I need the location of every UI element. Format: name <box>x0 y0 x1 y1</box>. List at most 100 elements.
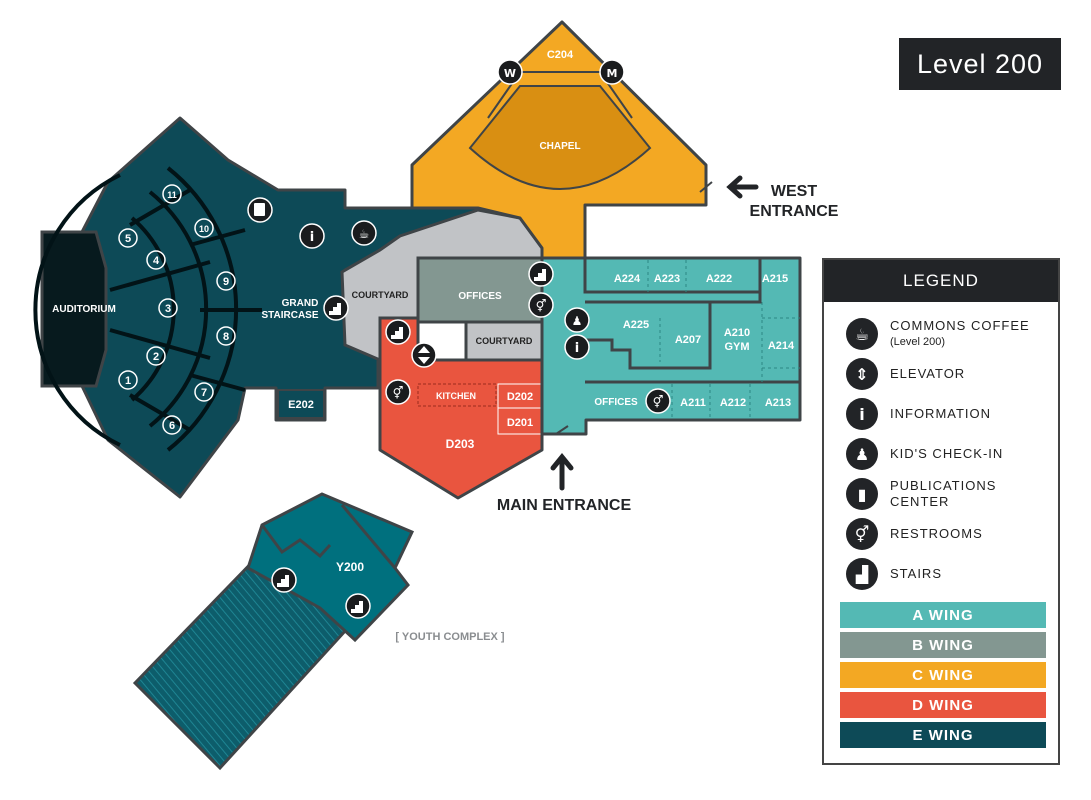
coffee-icon[interactable]: ☕ <box>351 220 377 246</box>
room-a215: A215 <box>762 273 788 285</box>
seating-section-10[interactable]: 10 <box>194 218 214 238</box>
room-a213: A213 <box>765 397 791 409</box>
courtyard-label-2: COURTYARD <box>476 336 533 346</box>
room-a222: A222 <box>706 273 732 285</box>
seating-section-3[interactable]: 3 <box>158 298 178 318</box>
stairs-icon[interactable] <box>385 319 411 345</box>
legend-label: STAIRS <box>890 566 942 581</box>
svg-text:☕: ☕ <box>359 227 370 241</box>
legend-item-coffee: ☕ COMMONS COFFEE(Level 200) <box>846 318 1030 350</box>
coffee-icon: ☕ <box>846 318 878 350</box>
svg-text:⚥: ⚥ <box>393 386 404 400</box>
grand-staircase-label-1: GRAND <box>282 298 319 309</box>
publications-icon: ▮ <box>846 478 878 510</box>
svg-text:⚥: ⚥ <box>536 299 547 313</box>
youth-complex-label: [ YOUTH COMPLEX ] <box>395 631 505 643</box>
a-wing-room-lines <box>583 258 800 384</box>
seating-section-badge <box>216 326 236 346</box>
seating-section-label: 8 <box>223 331 229 343</box>
seating-section-label: 9 <box>223 276 229 288</box>
seating-section-6[interactable]: 6 <box>162 415 182 435</box>
elevator-icon[interactable] <box>411 342 437 368</box>
main-entrance[interactable]: MAIN ENTRANCE <box>497 425 632 514</box>
main-entrance-label: MAIN ENTRANCE <box>497 497 632 514</box>
svg-text:i: i <box>310 230 314 245</box>
auditorium-label: AUDITORIUM <box>52 304 116 315</box>
restrooms-icon[interactable]: ⚥ <box>528 292 554 318</box>
restroom-men-icon[interactable]: M <box>599 59 625 85</box>
kids-checkin-icon[interactable]: ♟ <box>564 307 590 333</box>
west-door-marker <box>699 181 713 193</box>
legend-panel: LEGEND ☕ COMMONS COFFEE(Level 200) ⇕ ELE… <box>822 258 1060 765</box>
legend-label: COMMONS COFFEE <box>890 318 1030 333</box>
auditorium-stage <box>40 230 108 388</box>
svg-text:M: M <box>607 67 618 80</box>
legend-e-wing: E WING <box>840 722 1046 748</box>
a-wing: A224 A223 A222 A215 A225 A207 A210 GYM A… <box>540 256 802 436</box>
svg-text:i: i <box>575 341 579 356</box>
legend-label: RESTROOMS <box>890 526 983 541</box>
legend-d-wing: D WING <box>840 692 1046 718</box>
seating-section-label: 2 <box>153 351 159 363</box>
youth-inner-lines <box>260 524 332 559</box>
legend-b-wing: B WING <box>840 632 1046 658</box>
seating-section-label: 10 <box>199 224 209 234</box>
main-entrance-arrow-icon <box>550 453 574 491</box>
chapel-outline <box>487 71 633 119</box>
seating-section-label: 6 <box>169 420 175 432</box>
level-title: Level 200 <box>899 38 1061 90</box>
youth-complex: Y200 [ YOUTH COMPLEX ] <box>132 492 505 771</box>
seating-section-8[interactable]: 8 <box>216 326 236 346</box>
restrooms-icon[interactable]: ⚥ <box>385 379 411 405</box>
west-entrance-label-1: WEST <box>771 183 817 200</box>
seating-section-badge <box>216 271 236 291</box>
seating-section-badge <box>158 298 178 318</box>
room-d201: D201 <box>507 417 533 429</box>
seating-section-badge <box>194 218 214 238</box>
restroom-women-icon[interactable]: W <box>497 59 523 85</box>
west-entrance[interactable]: WEST ENTRANCE <box>699 175 839 220</box>
seating-section-badge <box>146 250 166 270</box>
legend-item-stairs: ▟ STAIRS <box>846 558 942 590</box>
seating-section-2[interactable]: 2 <box>146 346 166 366</box>
legend-title: LEGEND <box>824 260 1058 302</box>
seating-section-badge <box>162 415 182 435</box>
room-d203: D203 <box>446 437 475 451</box>
c-wing: C204 CHAPEL <box>410 20 708 260</box>
legend-label: INFORMATION <box>890 406 992 421</box>
seating-section-label: 4 <box>153 255 160 267</box>
publications-icon[interactable] <box>247 197 273 223</box>
legend-label: PUBLICATIONS <box>890 478 997 493</box>
west-entrance-label-2: ENTRANCE <box>750 203 839 220</box>
information-icon[interactable]: i <box>564 334 590 360</box>
seating-section-badge <box>162 184 182 204</box>
seating-section-5[interactable]: 5 <box>118 228 138 248</box>
stairs-icon: ▟ <box>846 558 878 590</box>
seating-section-label: 1 <box>125 375 131 387</box>
seating-section-1[interactable]: 1 <box>118 370 138 390</box>
room-e202: E202 <box>288 399 314 411</box>
restrooms-icon[interactable]: ⚥ <box>645 388 671 414</box>
information-icon[interactable]: i <box>299 223 325 249</box>
west-entrance-arrow-icon <box>726 175 759 199</box>
seating-section-badge <box>118 370 138 390</box>
room-a224: A224 <box>614 273 641 285</box>
stairs-icon[interactable] <box>345 593 371 619</box>
legend-label: ELEVATOR <box>890 366 966 381</box>
room-a210: A210 <box>724 327 750 339</box>
seating-section-7[interactable]: 7 <box>194 382 214 402</box>
seating-dividers <box>109 188 262 432</box>
chapel-floor <box>468 85 652 190</box>
stairs-icon[interactable] <box>528 261 554 287</box>
seating-section-label: 11 <box>167 190 177 200</box>
e-wing: AUDITORIUM GRAND STAIRCASE E202 <box>33 116 480 499</box>
seating-section-11[interactable]: 11 <box>162 184 182 204</box>
stairs-icon[interactable] <box>271 567 297 593</box>
room-a214: A214 <box>768 340 795 352</box>
seating-section-4[interactable]: 4 <box>146 250 166 270</box>
seating-section-9[interactable]: 9 <box>216 271 236 291</box>
legend-sub: CENTER <box>890 494 950 509</box>
stairs-icon[interactable] <box>323 295 349 321</box>
room-d202: D202 <box>507 391 533 403</box>
